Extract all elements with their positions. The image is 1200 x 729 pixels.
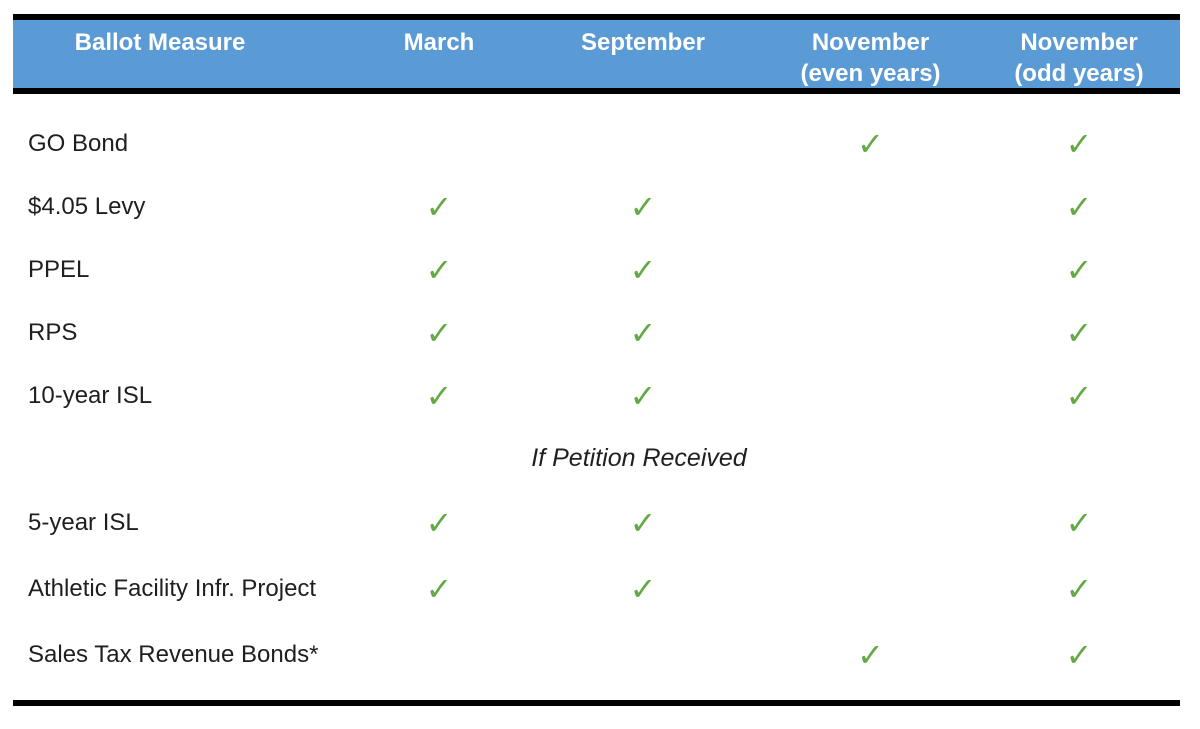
column-header-ballot-measure: Ballot Measure [13,20,355,89]
check-cell: ✓ [978,254,1180,286]
check-cell: ✓ [978,380,1180,412]
check-cell: ✓ [978,191,1180,223]
row-label: PPEL [28,255,90,283]
check-icon: ✓ [425,251,453,288]
check-icon: ✓ [629,505,657,541]
column-header-november-even: November (even years) [763,20,978,89]
check-icon: ✓ [1065,637,1093,673]
table-row: 5-year ISL ✓ ✓ ✓ [13,490,1180,556]
row-label: $4.05 Levy [28,192,146,220]
table-row: $4.05 Levy ✓ ✓ ✓ [13,175,1180,238]
column-header-label: March [403,29,475,56]
row-label: Athletic Facility Infr. Project [28,575,317,602]
check-icon: ✓ [1065,125,1093,162]
check-cell: ✓ [523,507,763,539]
row-label: Sales Tax Revenue Bonds* [28,641,319,668]
check-icon: ✓ [1065,251,1093,288]
column-header-march: March [355,20,523,89]
section-divider: If Petition Received [13,427,1180,490]
check-cell: ✓ [355,317,523,349]
section-divider-label: If Petition Received [531,444,747,472]
column-header-september: September [523,20,763,89]
row-label: GO Bond [28,129,129,157]
check-icon: ✓ [629,377,657,414]
check-cell: ✓ [763,128,978,160]
check-cell: ✓ [523,380,763,412]
check-cell: ✓ [355,380,523,412]
check-cell: ✓ [523,317,763,349]
table-row: RPS ✓ ✓ ✓ [13,301,1180,364]
column-header-label: November [1020,29,1138,56]
row-label: 5-year ISL [28,509,139,536]
table-row: Athletic Facility Infr. Project ✓ ✓ ✓ [13,556,1180,622]
check-cell: ✓ [978,639,1180,671]
check-cell: ✓ [355,573,523,605]
column-header-label: September [580,29,706,56]
table-row: Sales Tax Revenue Bonds* ✓ ✓ [13,622,1180,688]
check-icon: ✓ [857,125,884,162]
column-header-sublabel: (even years) [800,60,941,87]
check-cell: ✓ [978,507,1180,539]
table-row: GO Bond ✓ ✓ [13,112,1180,175]
check-icon: ✓ [629,188,657,225]
table-bottom-rule [13,700,1180,706]
column-header-label: November [811,29,930,56]
check-icon: ✓ [629,571,657,607]
check-icon: ✓ [1065,505,1093,541]
row-label: 10-year ISL [28,381,153,409]
check-icon: ✓ [857,637,884,673]
check-cell: ✓ [355,191,523,223]
table-body: GO Bond ✓ ✓ $4.05 Levy ✓ ✓ ✓ PPEL ✓ ✓ ✓ [13,94,1180,706]
table-header-row: Ballot Measure March September November … [13,14,1180,94]
table-row: PPEL ✓ ✓ ✓ [13,238,1180,301]
check-icon: ✓ [1065,377,1093,414]
check-cell: ✓ [978,317,1180,349]
check-cell: ✓ [523,191,763,223]
check-icon: ✓ [425,505,453,541]
check-cell: ✓ [523,573,763,605]
row-label: RPS [28,318,78,346]
check-icon: ✓ [629,251,657,288]
table-row: 10-year ISL ✓ ✓ ✓ [13,364,1180,427]
check-icon: ✓ [425,571,453,607]
check-icon: ✓ [1065,188,1093,225]
column-header-sublabel: (odd years) [1014,60,1144,87]
check-cell: ✓ [523,254,763,286]
column-header-november-odd: November (odd years) [978,20,1180,89]
check-icon: ✓ [425,377,453,414]
check-icon: ✓ [425,314,453,351]
column-header-label: Ballot Measure [74,29,246,56]
check-icon: ✓ [629,314,657,351]
check-icon: ✓ [425,188,453,225]
check-cell: ✓ [978,128,1180,160]
check-cell: ✓ [355,507,523,539]
check-cell: ✓ [763,639,978,671]
check-icon: ✓ [1065,571,1093,607]
check-cell: ✓ [978,573,1180,605]
ballot-measure-table: Ballot Measure March September November … [13,14,1180,706]
check-icon: ✓ [1065,314,1093,351]
check-cell: ✓ [355,254,523,286]
